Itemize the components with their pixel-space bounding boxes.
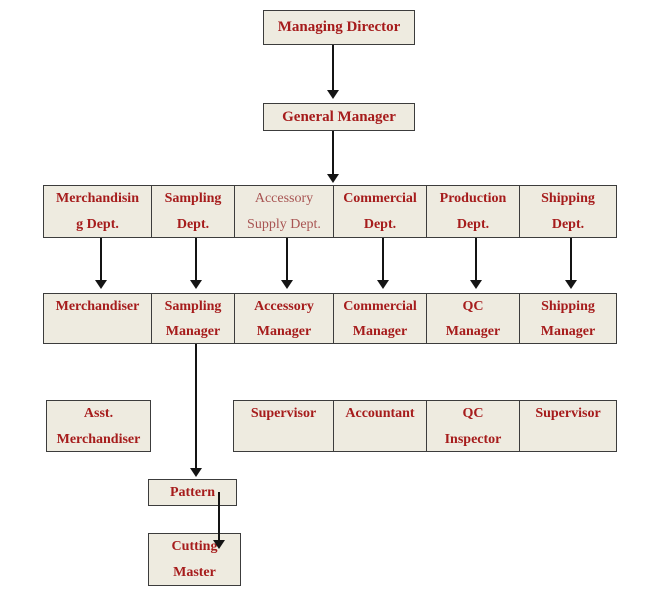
cell-line: QC bbox=[462, 406, 484, 421]
cell-production-dept: Production Dept. bbox=[426, 186, 519, 237]
node-label: Asst. bbox=[83, 406, 114, 421]
arrow-shaft bbox=[218, 492, 220, 541]
arrow-shaft bbox=[382, 238, 384, 281]
cell-merchandiser: Merchandiser bbox=[44, 294, 151, 343]
arrow-head-icon bbox=[565, 280, 577, 289]
cell-qc-manager: QC Manager bbox=[426, 294, 519, 343]
manager-row: Merchandiser Sampling Manager Accessory … bbox=[43, 293, 617, 344]
cell-line: Merchandisin bbox=[56, 191, 139, 206]
cell-shipping-manager: Shipping Manager bbox=[519, 294, 616, 343]
cell-shipping-dept: Shipping Dept. bbox=[519, 186, 616, 237]
arrow-head-icon bbox=[213, 540, 225, 549]
cell-line: Dept. bbox=[363, 217, 397, 232]
node-label: Cutting bbox=[171, 539, 218, 554]
staff-row: Supervisor Accountant QC Inspector Super… bbox=[233, 400, 617, 452]
cell-supervisor-2: Supervisor bbox=[519, 401, 616, 451]
cell-line: Sampling bbox=[164, 299, 222, 314]
arrow-shipping-to-shipping-manager bbox=[565, 238, 577, 289]
cell-merchandising-dept: Merchandisin g Dept. bbox=[44, 186, 151, 237]
node-label: Managing Director bbox=[277, 19, 401, 35]
cell-accessory-supply-dept: Accessory Supply Dept. bbox=[234, 186, 333, 237]
cell-qc-inspector: QC Inspector bbox=[426, 401, 519, 451]
cell-line: Accountant bbox=[345, 406, 415, 421]
arrow-head-icon bbox=[190, 468, 202, 477]
arrow-commercial-to-commercial-manager bbox=[377, 238, 389, 289]
arrow-merchandising-to-merchandiser bbox=[95, 238, 107, 289]
node-cutting-master: Cutting Master bbox=[148, 533, 241, 586]
cell-line: Dept. bbox=[176, 217, 210, 232]
dept-row: Merchandisin g Dept. Sampling Dept. Acce… bbox=[43, 185, 617, 238]
arrow-pattern-to-cutting-master bbox=[213, 492, 225, 549]
node-label: General Manager bbox=[282, 109, 396, 125]
cell-line: Commercial bbox=[343, 191, 417, 206]
cell-line: Production bbox=[439, 191, 507, 206]
cell-sampling-dept: Sampling Dept. bbox=[151, 186, 234, 237]
node-label: Master bbox=[173, 565, 216, 580]
cell-line: Sampling bbox=[164, 191, 222, 206]
arrow-gm-to-depts bbox=[327, 131, 339, 183]
cell-line: Manager bbox=[165, 324, 221, 339]
arrow-accessory-to-accessory-manager bbox=[281, 238, 293, 289]
arrow-head-icon bbox=[281, 280, 293, 289]
node-asst-merchandiser: Asst. Merchandiser bbox=[46, 400, 151, 452]
cell-commercial-manager: Commercial Manager bbox=[333, 294, 426, 343]
cell-line: g Dept. bbox=[76, 217, 119, 232]
arrow-head-icon bbox=[377, 280, 389, 289]
cell-accessory-manager: Accessory Manager bbox=[234, 294, 333, 343]
cell-line: Supervisor bbox=[250, 406, 317, 421]
cell-accountant: Accountant bbox=[333, 401, 426, 451]
arrow-md-to-gm bbox=[327, 45, 339, 99]
arrow-sampling-manager-to-pattern bbox=[190, 344, 202, 477]
arrow-production-to-qc-manager bbox=[470, 238, 482, 289]
cell-line: Inspector bbox=[444, 432, 502, 447]
cell-line: Shipping bbox=[541, 299, 595, 314]
cell-commercial-dept: Commercial Dept. bbox=[333, 186, 426, 237]
arrow-head-icon bbox=[95, 280, 107, 289]
node-pattern: Pattern bbox=[148, 479, 237, 506]
arrow-head-icon bbox=[327, 90, 339, 99]
node-label: Merchandiser bbox=[56, 432, 141, 447]
cell-line: Dept. bbox=[551, 217, 585, 232]
cell-line: Accessory bbox=[254, 299, 314, 314]
node-general-manager: General Manager bbox=[263, 103, 415, 131]
arrow-shaft bbox=[332, 45, 334, 91]
arrow-shaft bbox=[195, 344, 197, 469]
cell-line: Shipping bbox=[541, 191, 595, 206]
arrow-shaft bbox=[100, 238, 102, 281]
arrow-shaft bbox=[475, 238, 477, 281]
cell-line: Manager bbox=[540, 324, 596, 339]
arrow-shaft bbox=[570, 238, 572, 281]
arrow-head-icon bbox=[190, 280, 202, 289]
cell-line: Supply Dept. bbox=[247, 217, 321, 232]
cell-line: QC bbox=[462, 299, 484, 314]
cell-line: Accessory bbox=[254, 191, 314, 206]
cell-line: Merchandiser bbox=[55, 299, 140, 314]
cell-line: Manager bbox=[445, 324, 501, 339]
cell-sampling-manager: Sampling Manager bbox=[151, 294, 234, 343]
cell-line: Manager bbox=[256, 324, 312, 339]
arrow-shaft bbox=[195, 238, 197, 281]
cell-supervisor-1: Supervisor bbox=[234, 401, 333, 451]
arrow-sampling-to-sampling-manager bbox=[190, 238, 202, 289]
arrow-shaft bbox=[286, 238, 288, 281]
arrow-head-icon bbox=[470, 280, 482, 289]
cell-line: Manager bbox=[352, 324, 408, 339]
cell-line: Commercial bbox=[343, 299, 417, 314]
arrow-head-icon bbox=[327, 174, 339, 183]
node-label: Pattern bbox=[169, 485, 216, 500]
cell-line: Dept. bbox=[456, 217, 490, 232]
cell-line: Supervisor bbox=[535, 406, 601, 421]
arrow-shaft bbox=[332, 131, 334, 175]
node-managing-director: Managing Director bbox=[263, 10, 415, 45]
